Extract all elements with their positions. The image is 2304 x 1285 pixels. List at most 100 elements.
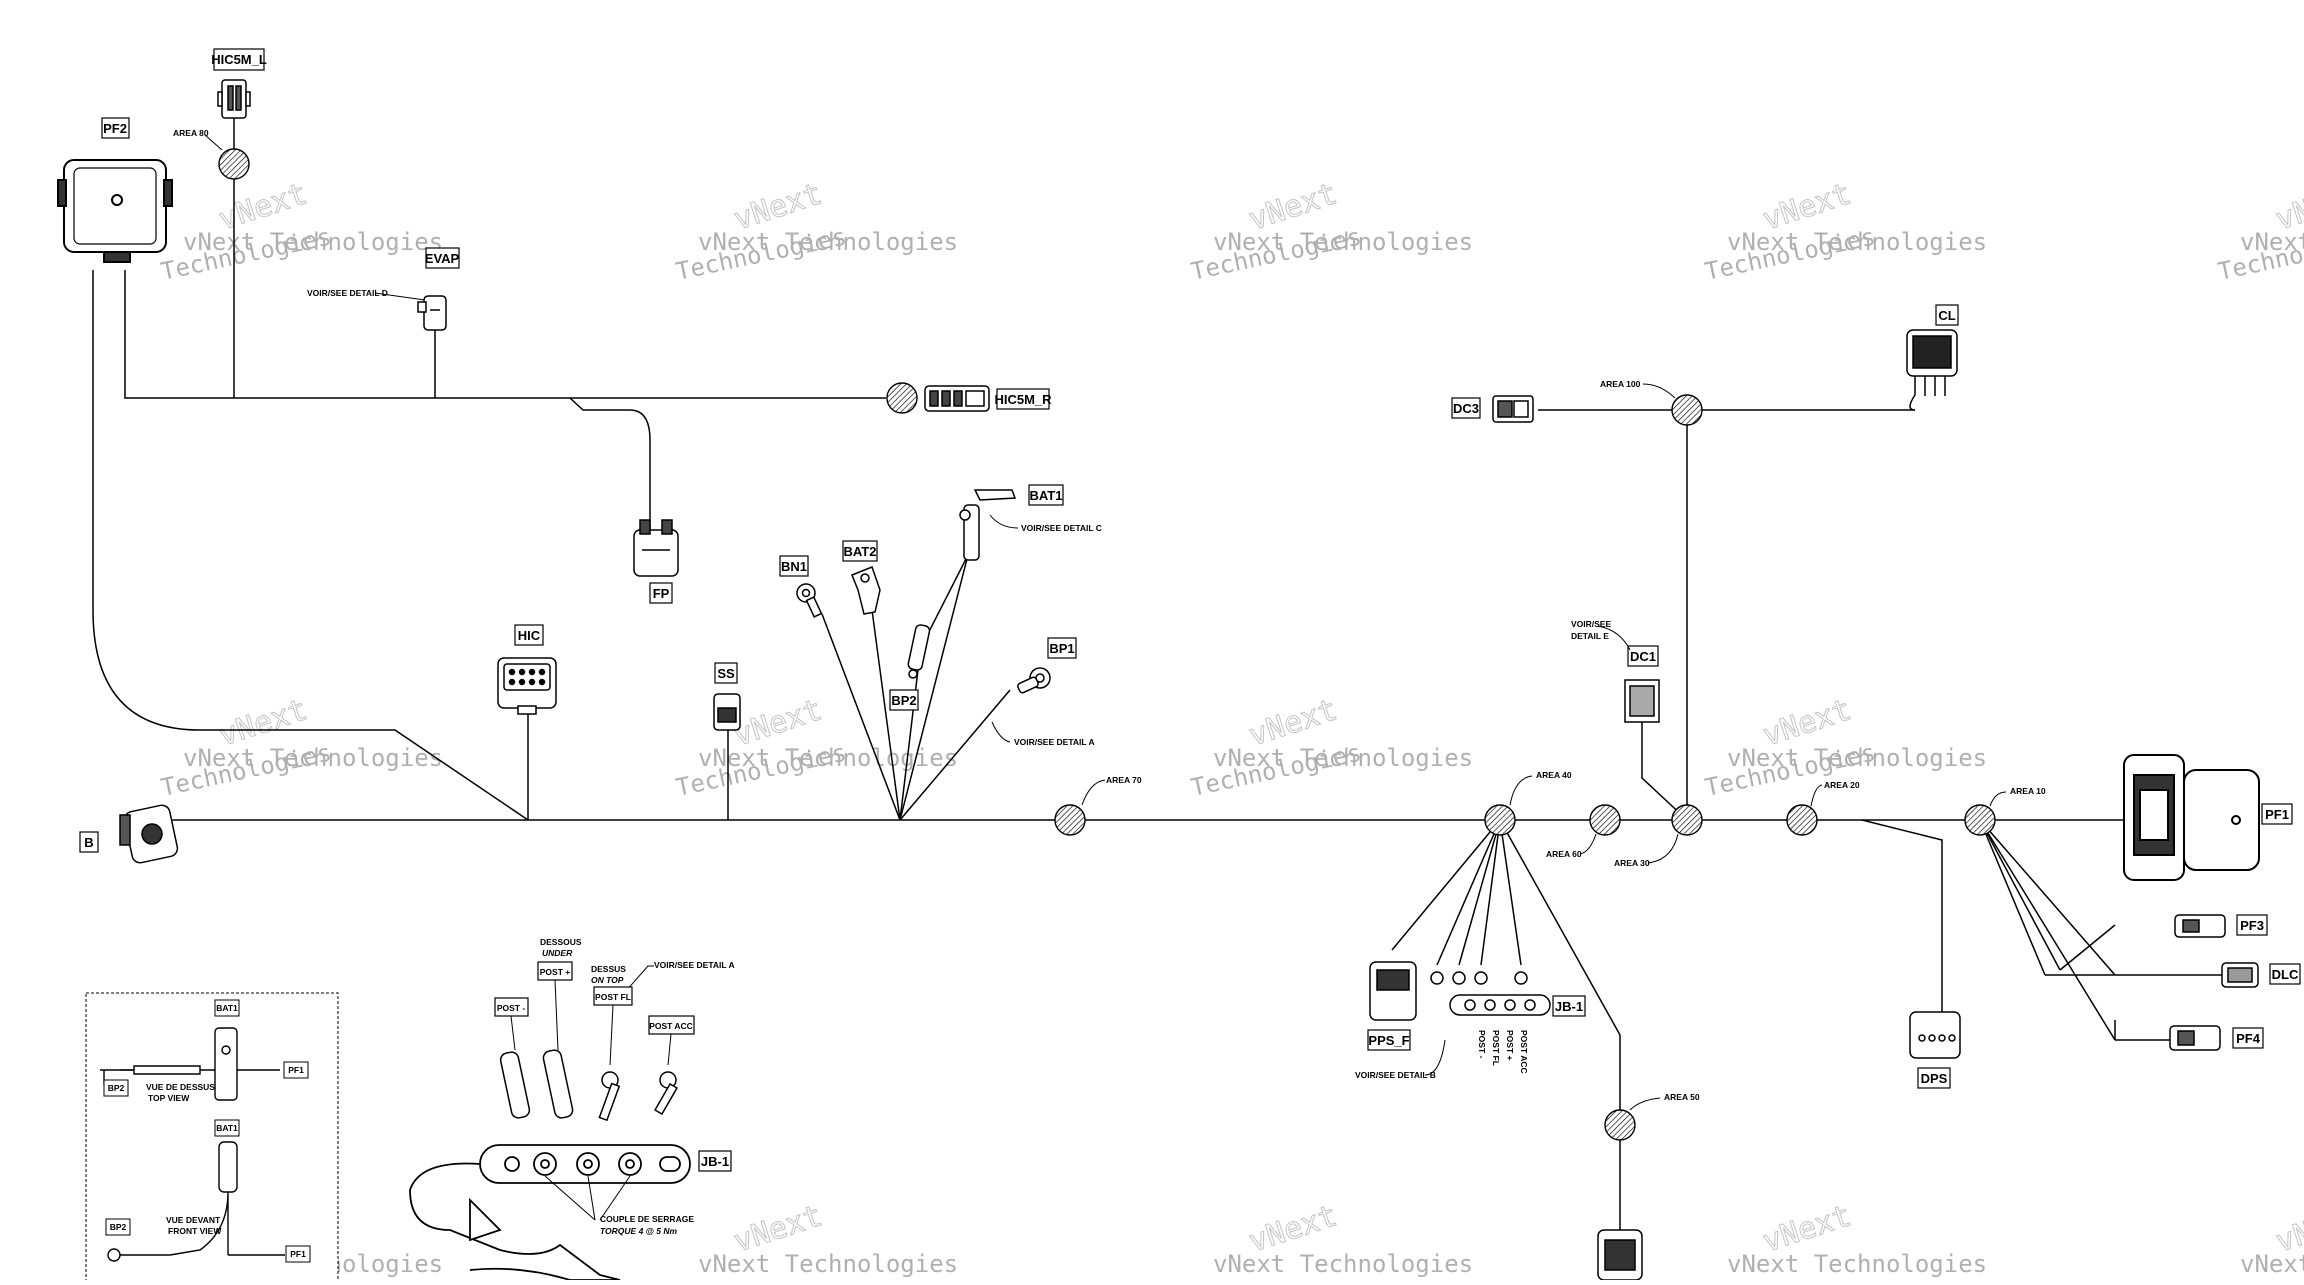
connector-tag-bn1[interactable]: BN1 [779,555,809,577]
area50-connector-icon[interactable] [1597,1229,1643,1281]
jb1-junction-block-icon[interactable] [1430,971,1551,1016]
jb-post-minus-label: POST - [1477,1030,1487,1059]
post-minus-tag[interactable]: POST - [494,997,529,1017]
detail-a-terminals [499,1049,678,1122]
pf3-wire-b [2059,924,2116,971]
connector-tag-bat1[interactable]: BAT1 [1028,484,1064,506]
post-acc-tag[interactable]: POST ACC [648,1015,695,1035]
cl-connector-icon[interactable] [1906,329,1958,411]
bat1-bracket-icon[interactable] [959,489,1017,561]
area-100-marker [1671,394,1703,426]
connector-tag-hic[interactable]: HIC [514,624,544,646]
inset-pf1-top-tag[interactable]: PF1 [283,1061,309,1079]
pf2-module-icon[interactable] [57,159,173,263]
svg-text:vNext Technologies: vNext Technologies [1727,1250,1987,1278]
connector-tag-dlc[interactable]: DLC [2269,963,2301,985]
connector-tag-text: JB-1 [1555,999,1583,1014]
connector-tag-pf2[interactable]: PF2 [101,117,130,139]
svg-text:vNext Technologies: vNext Technologies [183,744,443,772]
area-10-label: AREA 10 [2010,786,2046,796]
dc3-connector-icon[interactable] [1492,395,1534,423]
dlc-connector-icon[interactable] [2221,962,2259,988]
post-plus-tag-text: POST + [540,967,571,977]
area-labels: AREA 80 AREA 100 AREA 70 AREA 40 AREA 60… [173,128,2046,1111]
connector-tag-text: BAT1 [1030,488,1063,503]
inset-bp2-front-tag[interactable]: BP2 [105,1218,131,1236]
detail-inset: BAT1 PF1 BP2 VUE DE DESSUS TOP VIEW BAT1… [85,992,339,1284]
post-fl-tag[interactable]: POST FL [593,986,633,1006]
hic-connector-icon[interactable] [497,657,557,715]
hic5m-r-connector-icon[interactable] [924,385,990,412]
b-connector-icon[interactable] [119,804,179,864]
connector-tag-text: DPS [1921,1071,1948,1086]
connector-tag-b[interactable]: B [79,831,99,853]
bat2-battery-lug-icon[interactable] [851,566,881,615]
connector-tag-bp2[interactable]: BP2 [889,689,919,711]
detail-a-junction-block[interactable] [409,1144,691,1281]
hic5m-l-connector-icon[interactable] [217,79,251,119]
post-plus-tag[interactable]: POST + [537,961,573,981]
note-detail-e-2: DETAIL E [1571,631,1609,641]
connector-tag-pps-f[interactable]: PPS_F [1367,1029,1411,1051]
pf1-module-icon[interactable] [2123,754,2260,881]
connector-tag-jb1[interactable]: JB-1 [1552,995,1586,1017]
detail-a-see-detail: VOIR/SEE DETAIL A [654,960,735,970]
fp-connector-icon[interactable] [633,519,679,577]
connector-tag-text: BAT2 [844,544,877,559]
connector-tag-cl[interactable]: CL [1935,304,1959,326]
area-40-leader [1509,775,1533,806]
connector-tag-text: SS [717,666,735,681]
connector-tag-bat2[interactable]: BAT2 [842,540,878,562]
connector-tag-pf4[interactable]: PF4 [2232,1027,2264,1049]
evap-connector-icon[interactable] [417,295,447,331]
dlc-wire-a [1979,819,2046,976]
bp2-terminal-icon[interactable] [907,624,931,679]
post-minus-tag-text: POST - [497,1003,526,1013]
connector-tag-dc3[interactable]: DC3 [1451,397,1481,419]
bp1-ring-terminal-icon[interactable] [1017,667,1051,694]
inset-bat1-front-text: BAT1 [216,1123,238,1133]
jb-wire-1 [1436,819,1501,966]
dc1-connector-icon[interactable] [1624,679,1660,723]
pps-f-connector-icon[interactable] [1369,961,1417,1021]
connector-tag-pf1[interactable]: PF1 [2261,803,2293,825]
jb1-detail-tag[interactable]: JB-1 [698,1150,732,1172]
area-100-leader [1642,383,1676,399]
connector-tag-dc1[interactable]: DC1 [1627,645,1659,667]
area-50-label: AREA 50 [1664,1092,1700,1102]
connector-tag-text: BN1 [781,559,807,574]
connector-tag-dps[interactable]: DPS [1917,1067,1951,1089]
connector-tag-fp[interactable]: FP [649,582,673,604]
inset-bp2-top-tag[interactable]: BP2 [103,1079,129,1097]
pf3-connector-icon[interactable] [2174,914,2226,938]
inset-bat1-top-tag[interactable]: BAT1 [214,999,240,1017]
area-hic5m-r-marker [886,382,918,414]
inset-pf1-front-text: PF1 [290,1249,306,1259]
connector-tag-bp1[interactable]: BP1 [1047,637,1077,659]
connector-tag-hic5m-l[interactable]: HIC5M_L [211,48,267,71]
area-30-label: AREA 30 [1614,858,1650,868]
area-100-label: AREA 100 [1600,379,1641,389]
svg-text:vNext Technologies: vNext Technologies [1213,228,1473,256]
inset-bat1-front-tag[interactable]: BAT1 [214,1119,240,1137]
jb-post-fl-label: POST FL [1491,1030,1501,1066]
connector-tag-pf3[interactable]: PF3 [2236,914,2268,936]
connector-tag-evap[interactable]: EVAP [425,247,460,269]
dps-connector-icon[interactable] [1909,1011,1961,1059]
pf4-connector-icon[interactable] [2169,1025,2221,1051]
jb-wire-3 [1480,819,1501,966]
area-50-marker [1604,1109,1636,1141]
ss-connector-icon[interactable] [713,693,741,731]
connector-tag-text: DC3 [1453,401,1479,416]
connector-tag-hic5m-r[interactable]: HIC5M_R [994,388,1052,410]
connector-tag-ss[interactable]: SS [714,662,738,684]
inset-pf1-front-tag[interactable]: PF1 [285,1245,311,1263]
area-10-marker [1964,804,1996,836]
inset-front-view [107,1141,285,1262]
bn1-ring-terminal-icon[interactable] [796,583,823,618]
area-70-leader [1081,779,1106,806]
area-10-leader [1989,791,2007,807]
